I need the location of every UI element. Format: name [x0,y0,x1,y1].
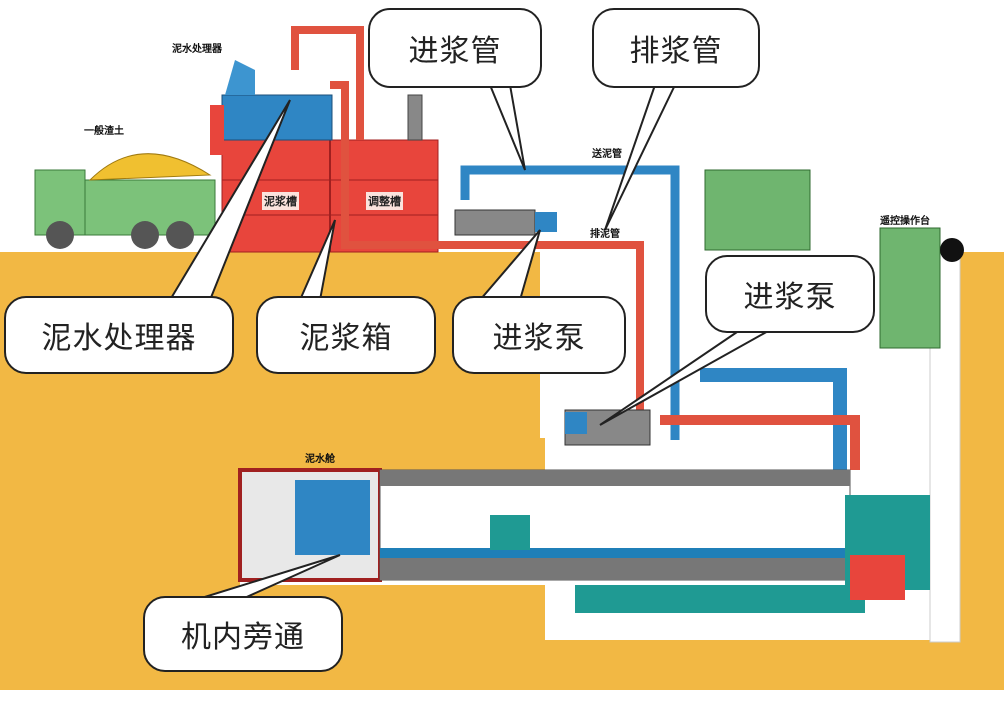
control-panel-icon [879,227,941,349]
dump-truck-icon [34,153,216,249]
label-discharge-pipe-tag: 排泥管 [590,229,620,240]
label-adjust-tank: 调整槽 [366,192,403,210]
operator-icon [940,238,964,262]
label-settling-tank: 泥浆槽 [262,192,299,210]
feed-pump-shaft-icon [564,409,651,446]
callout-pointers [169,84,771,601]
shield-machine [238,468,930,613]
label-treatment-unit: 泥水处理器 [172,44,222,55]
callout-bypass: 机内旁通 [143,596,343,672]
ground-bottom [0,690,1004,706]
pipes [291,26,860,470]
callout-feed-pump-right: 进浆泵 [705,255,875,333]
label-muck: 一般渣土 [84,126,124,137]
callout-discharge-pipe: 排浆管 [592,8,760,88]
generator-icon [704,169,811,251]
callout-slurry-tank: 泥浆箱 [256,296,436,374]
label-control-room: 遥控操作台 [880,216,930,227]
callout-slurry-treatment: 泥水处理器 [4,296,234,374]
label-feed-pipe-tag: 送泥管 [592,149,622,160]
label-chamber: 泥水舱 [305,454,335,465]
callout-feed-pipe: 进浆管 [368,8,542,88]
feed-pump-surface-icon [454,209,557,236]
callout-feed-pump-left: 进浆泵 [452,296,626,374]
